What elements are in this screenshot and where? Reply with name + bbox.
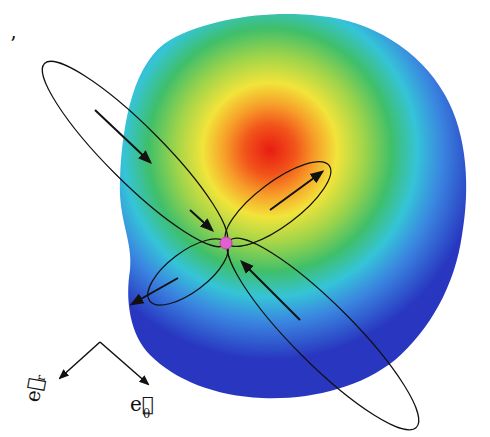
axis-vectors xyxy=(60,342,148,384)
density-map xyxy=(120,14,466,398)
axis-label: e⃗ xyxy=(130,394,154,414)
star-dot xyxy=(220,237,232,249)
stray-mark: ’ xyxy=(10,34,16,54)
velocity-arrows xyxy=(95,110,322,320)
axis-subscript: θ xyxy=(143,408,150,420)
orbit-ellipses xyxy=(25,44,438,437)
